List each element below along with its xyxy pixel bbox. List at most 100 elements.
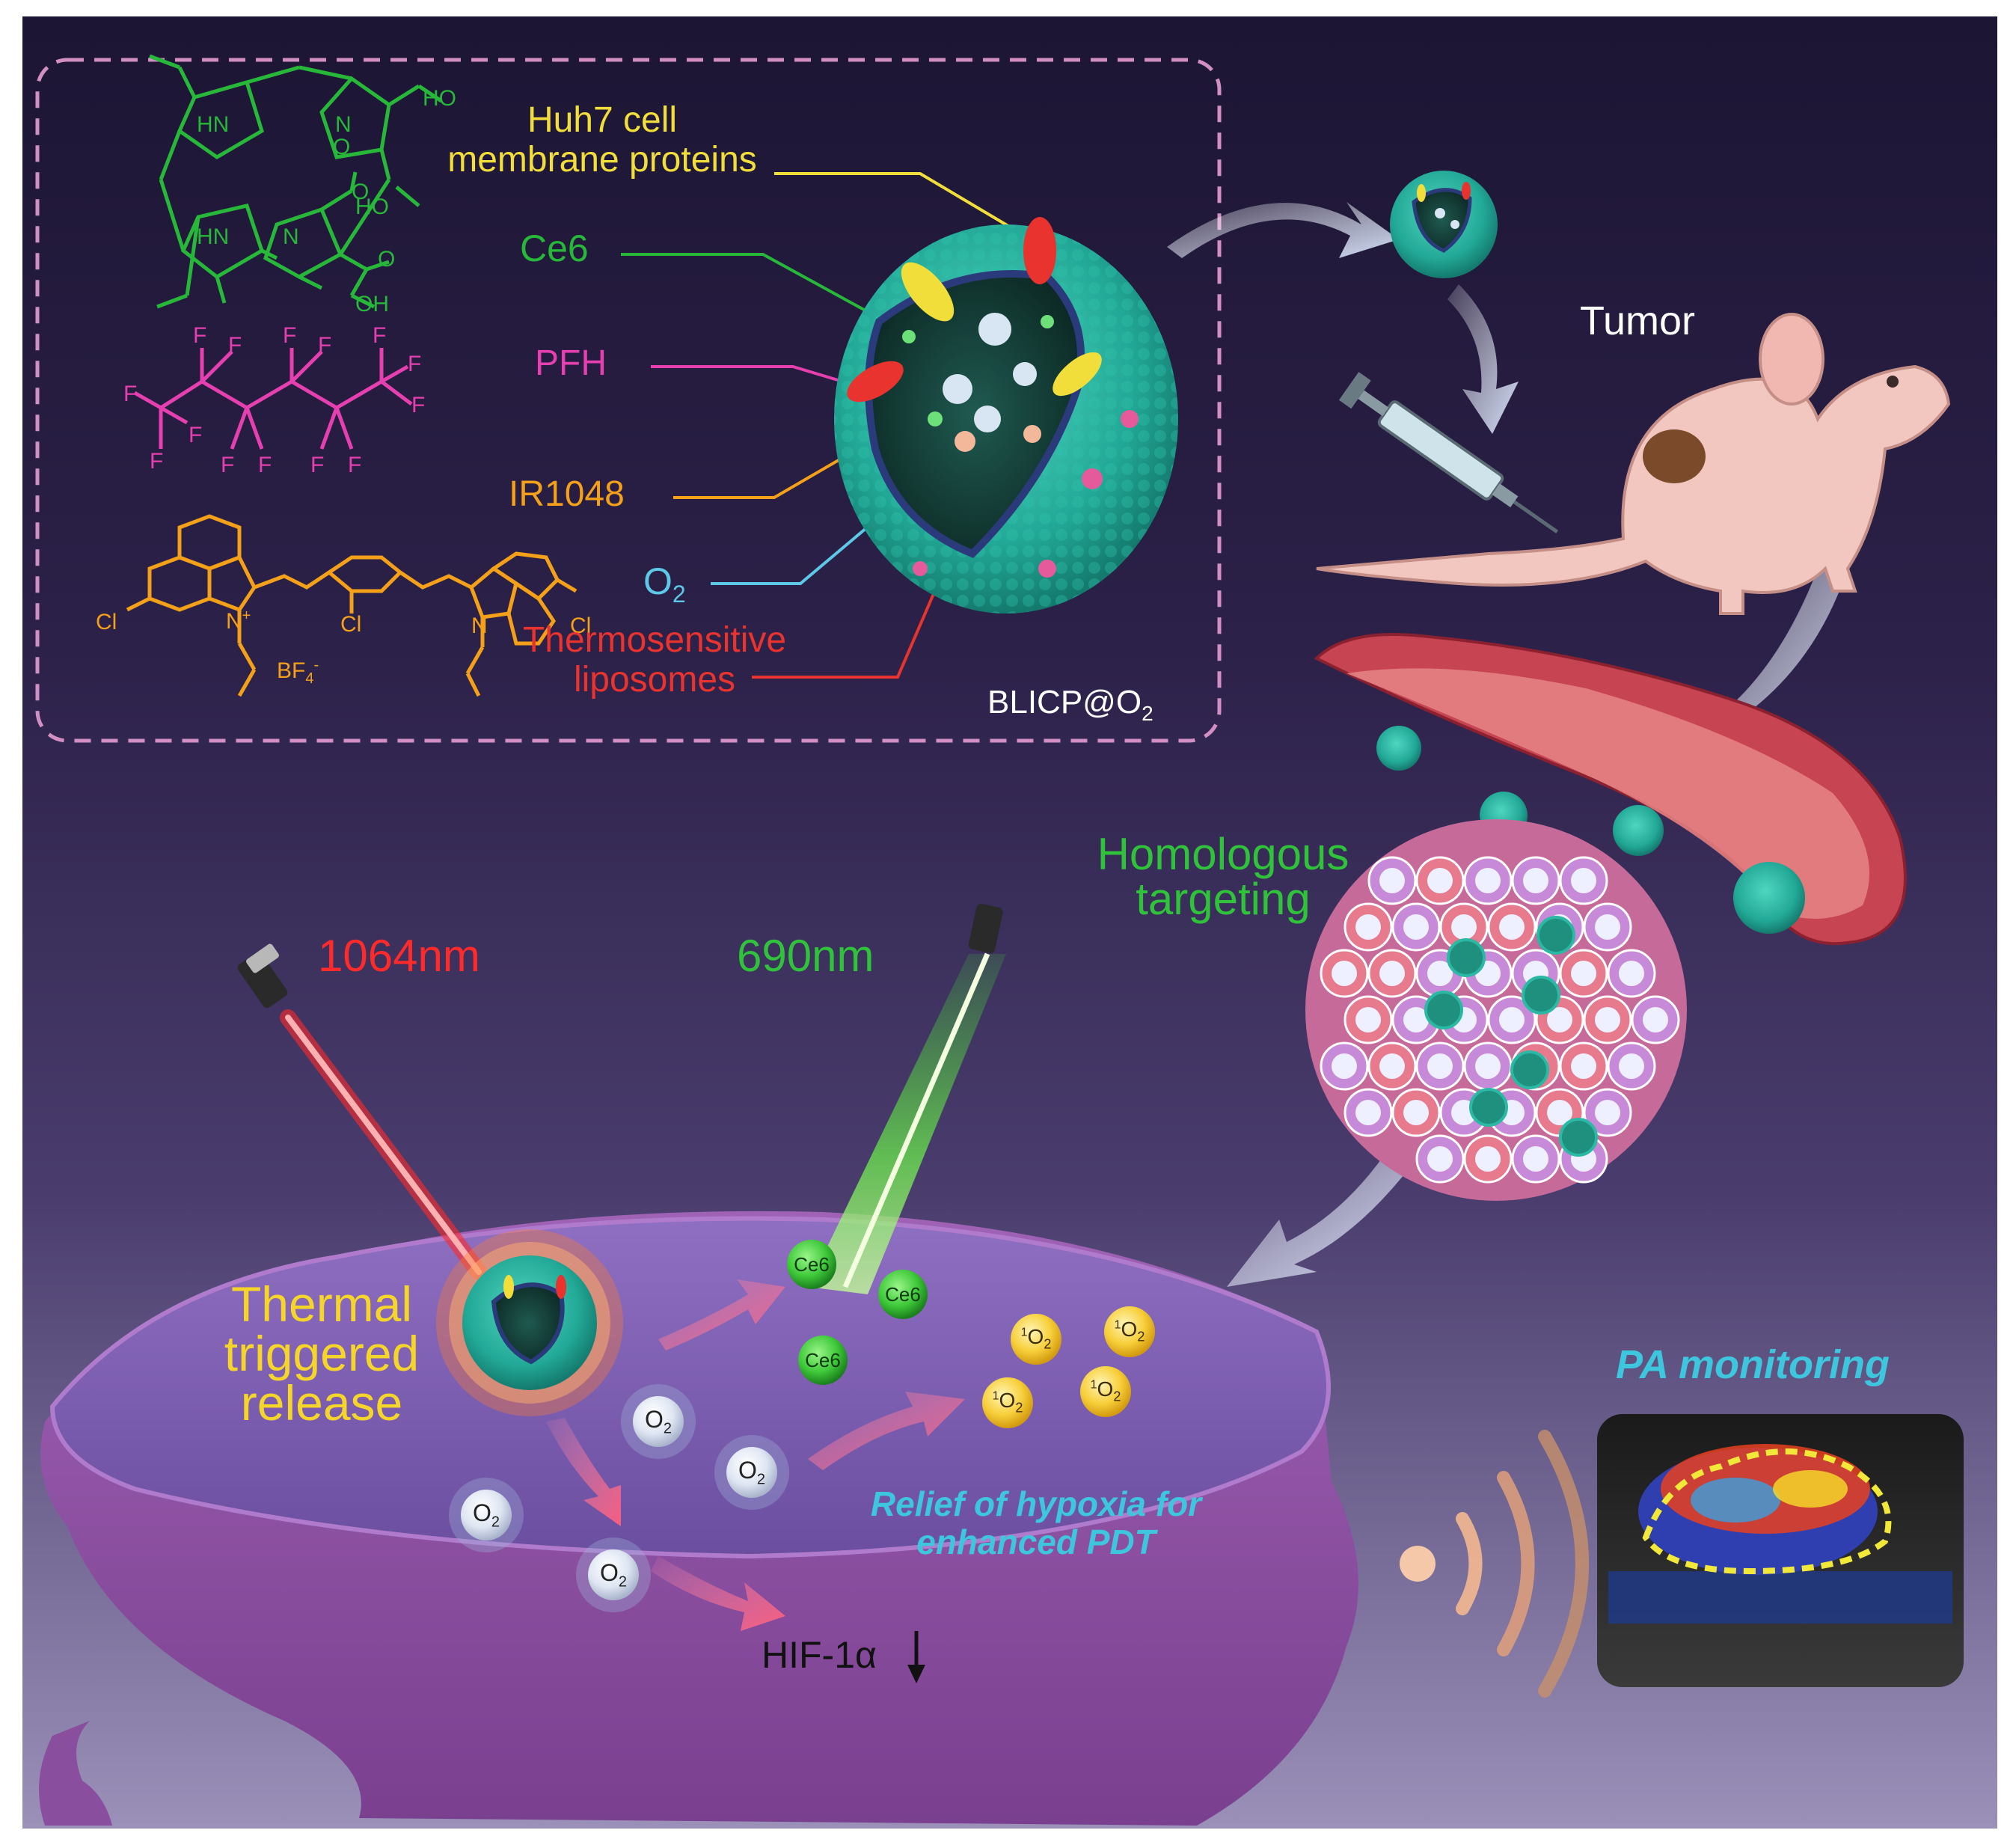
ce6-bubble-label: Ce6 xyxy=(805,1349,841,1371)
tumor-cell-nucleus xyxy=(1499,1007,1525,1032)
ce6-bubbles xyxy=(787,1240,928,1385)
ir1048-atom-n-plus: N+ xyxy=(226,608,251,634)
tumor-cell-nucleus xyxy=(1475,1053,1501,1079)
pfh-atom-f: F xyxy=(373,323,387,348)
tumor-cell-nucleus xyxy=(1403,1007,1429,1032)
ir1048-counterion: BF4- xyxy=(277,657,319,687)
label-huh7-membrane-proteins: Huh7 cell membrane proteins xyxy=(447,100,757,180)
ce6-pointer xyxy=(621,253,880,319)
ce6-atom-ho2: HO xyxy=(355,195,389,219)
ir1048-atom-cl-mid: Cl xyxy=(340,612,362,637)
tumor-cell-cluster xyxy=(1305,819,1687,1201)
ir1048-structure xyxy=(126,514,577,697)
ce6-structure xyxy=(149,54,443,309)
blicp-nanoparticle xyxy=(834,217,1178,614)
label-pa-monitoring: PA monitoring xyxy=(1616,1342,1890,1387)
ce6-atom-oh: OH xyxy=(355,292,389,316)
pfh-atom-f: F xyxy=(221,453,235,477)
internalized-nanoparticle xyxy=(1559,1118,1598,1157)
singlet-oxygen-label: 1O2 xyxy=(1114,1318,1145,1344)
pfh-atom-f: F xyxy=(123,382,138,406)
pa-image-panel xyxy=(1597,1414,1964,1687)
pfh-atom-f: F xyxy=(348,453,362,477)
singlet-oxygen-bubbles xyxy=(982,1306,1155,1428)
ce6-atom-n2: N xyxy=(283,224,299,249)
pfh-atom-f: F xyxy=(228,333,242,358)
tumor-cell-nucleus xyxy=(1595,1007,1620,1032)
tumor-cell-nucleus xyxy=(1643,1007,1668,1032)
ce6-atom-n1: N xyxy=(335,112,352,137)
tumor-cell-nucleus xyxy=(1571,1053,1596,1079)
label-tumor: Tumor xyxy=(1580,299,1696,343)
o2-bubble-label: O2 xyxy=(738,1457,765,1488)
arrow-icon xyxy=(1227,1145,1421,1287)
tumor-cell-nucleus xyxy=(1427,1146,1453,1172)
label-thermosensitive-liposomes: Thermosensitive liposomes xyxy=(522,620,787,700)
tumor-cell-nucleus xyxy=(1595,914,1620,940)
blood-vessel xyxy=(1314,633,1907,946)
tumor-cell-nucleus xyxy=(1475,1146,1501,1172)
tumor-cell-nucleus xyxy=(1475,868,1501,893)
pfh-atom-f: F xyxy=(193,323,207,348)
oxygen-bubbles xyxy=(449,1384,789,1612)
tumor-cell-nucleus xyxy=(1379,1053,1405,1079)
tumor-cell-nucleus xyxy=(1547,1007,1572,1032)
o2-bubble-label: O2 xyxy=(472,1499,500,1531)
laser-pointer-icon xyxy=(808,904,1006,1294)
ce6-atom-ho1: HO xyxy=(423,86,456,111)
tumor-cell-nucleus xyxy=(1619,961,1644,986)
tumor-cell-nucleus xyxy=(1332,1053,1357,1079)
label-hif-1a: HIF-1α xyxy=(762,1634,877,1676)
ce6-atom-o2: O xyxy=(378,247,396,272)
o2-bubble-label: O2 xyxy=(599,1559,627,1591)
small-nanoparticle xyxy=(1390,171,1498,278)
ce6-atom-hn1: HN xyxy=(197,112,230,137)
label-pfh: PFH xyxy=(535,343,607,383)
singlet-oxygen-label: 1O2 xyxy=(992,1389,1023,1416)
o2-pointer xyxy=(711,522,873,585)
pfh-atom-f: F xyxy=(408,352,422,376)
ir1048-atom-cl-left: Cl xyxy=(96,610,117,634)
tumor-cell-nucleus xyxy=(1619,1053,1644,1079)
tumor-cell-nucleus xyxy=(1427,961,1453,986)
signal-waves-icon xyxy=(1400,1430,1589,1698)
pfh-atom-f: F xyxy=(310,453,325,477)
syringe-icon xyxy=(1338,372,1559,534)
tumor-cell-nucleus xyxy=(1355,1100,1381,1125)
pfh-atom-f: F xyxy=(318,333,332,358)
huh7-pointer xyxy=(774,172,1045,248)
internalized-nanoparticle xyxy=(1510,1050,1549,1089)
label-blicp-o2: BLICP@O2 xyxy=(987,684,1153,725)
composition-dashed-box xyxy=(35,58,1222,743)
label-ir1048: IR1048 xyxy=(509,474,625,514)
ce6-atom-o1: O xyxy=(333,135,351,159)
tumor-cell-nucleus xyxy=(1355,914,1381,940)
internalized-nanoparticle xyxy=(1447,938,1486,977)
laser-pointer-icon xyxy=(237,943,487,1280)
label-o2: O2 xyxy=(643,560,686,608)
arrow-icon xyxy=(1167,202,1399,258)
tumor-cell-nucleus xyxy=(1595,1100,1620,1125)
arrow-icon xyxy=(1447,284,1519,434)
tumor-cell-nucleus xyxy=(1379,961,1405,986)
label-1064nm: 1064nm xyxy=(318,931,480,981)
singlet-oxygen-label: 1O2 xyxy=(1090,1377,1121,1404)
o2-bubble-label: O2 xyxy=(644,1406,672,1437)
internalized-nanoparticle xyxy=(1424,991,1463,1029)
ce6-bubble-label: Ce6 xyxy=(885,1283,921,1306)
tumor-cell-nucleus xyxy=(1523,868,1548,893)
tumor-cell-nucleus xyxy=(1332,961,1357,986)
tumor-cell-nucleus xyxy=(1571,961,1596,986)
thermal-nanoparticle xyxy=(436,1229,623,1416)
release-arrows xyxy=(546,1279,965,1631)
ce6-bubble-label: Ce6 xyxy=(794,1253,830,1276)
label-thermal-triggered-release: Thermal triggered release xyxy=(224,1276,420,1431)
mouse-icon xyxy=(1316,313,1951,615)
tumor-cell-nucleus xyxy=(1403,914,1429,940)
cell-body xyxy=(39,1211,1358,1826)
tumor-cell-nucleus xyxy=(1571,868,1596,893)
pfh-atom-f: F xyxy=(411,393,426,417)
label-homologous-targeting: Homologous targeting xyxy=(1097,829,1349,924)
tumor-cell-nucleus xyxy=(1427,1053,1453,1079)
